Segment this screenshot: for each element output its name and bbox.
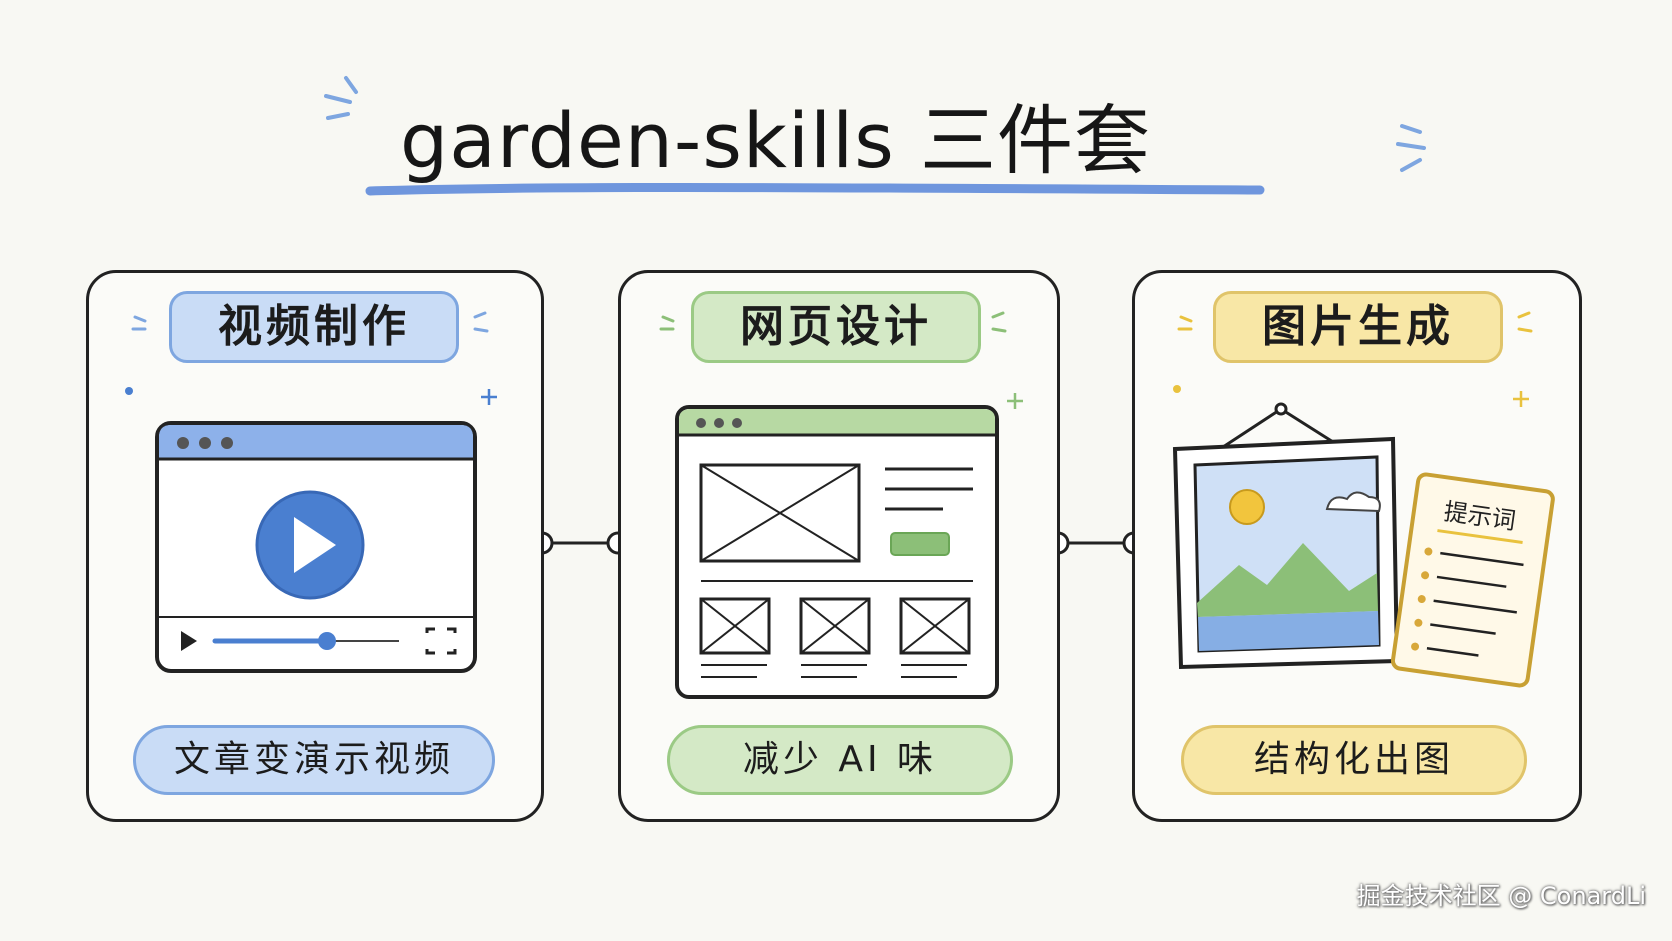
video-player-illustration <box>125 311 497 673</box>
title-sparkle-left <box>324 76 358 120</box>
title-underline <box>365 182 1265 196</box>
framed-picture-illustration: 提示词 <box>1172 311 1555 688</box>
connector-video-web <box>530 531 630 555</box>
card-video-production: 视频制作 文章变演示视频 <box>86 270 544 822</box>
card-image-generation: 图片生成 提示词 结构化出图 <box>1132 270 1582 822</box>
caption-video-production: 文章变演示视频 <box>133 725 495 795</box>
page-title: garden-skills 三件套 <box>400 96 1152 185</box>
title-sparkle-right <box>1396 124 1426 172</box>
watermark: 掘金技术社区 @ ConardLi <box>1356 882 1646 910</box>
heading-video-production: 视频制作 <box>169 291 459 363</box>
heading-image-generation: 图片生成 <box>1213 291 1503 363</box>
webpage-wireframe-illustration <box>659 311 1023 699</box>
caption-image-generation: 结构化出图 <box>1181 725 1527 795</box>
connector-web-image <box>1046 531 1146 555</box>
heading-web-design: 网页设计 <box>691 291 981 363</box>
caption-web-design: 减少 AI 味 <box>667 725 1013 795</box>
card-web-design: 网页设计 减少 AI 味 <box>618 270 1060 822</box>
